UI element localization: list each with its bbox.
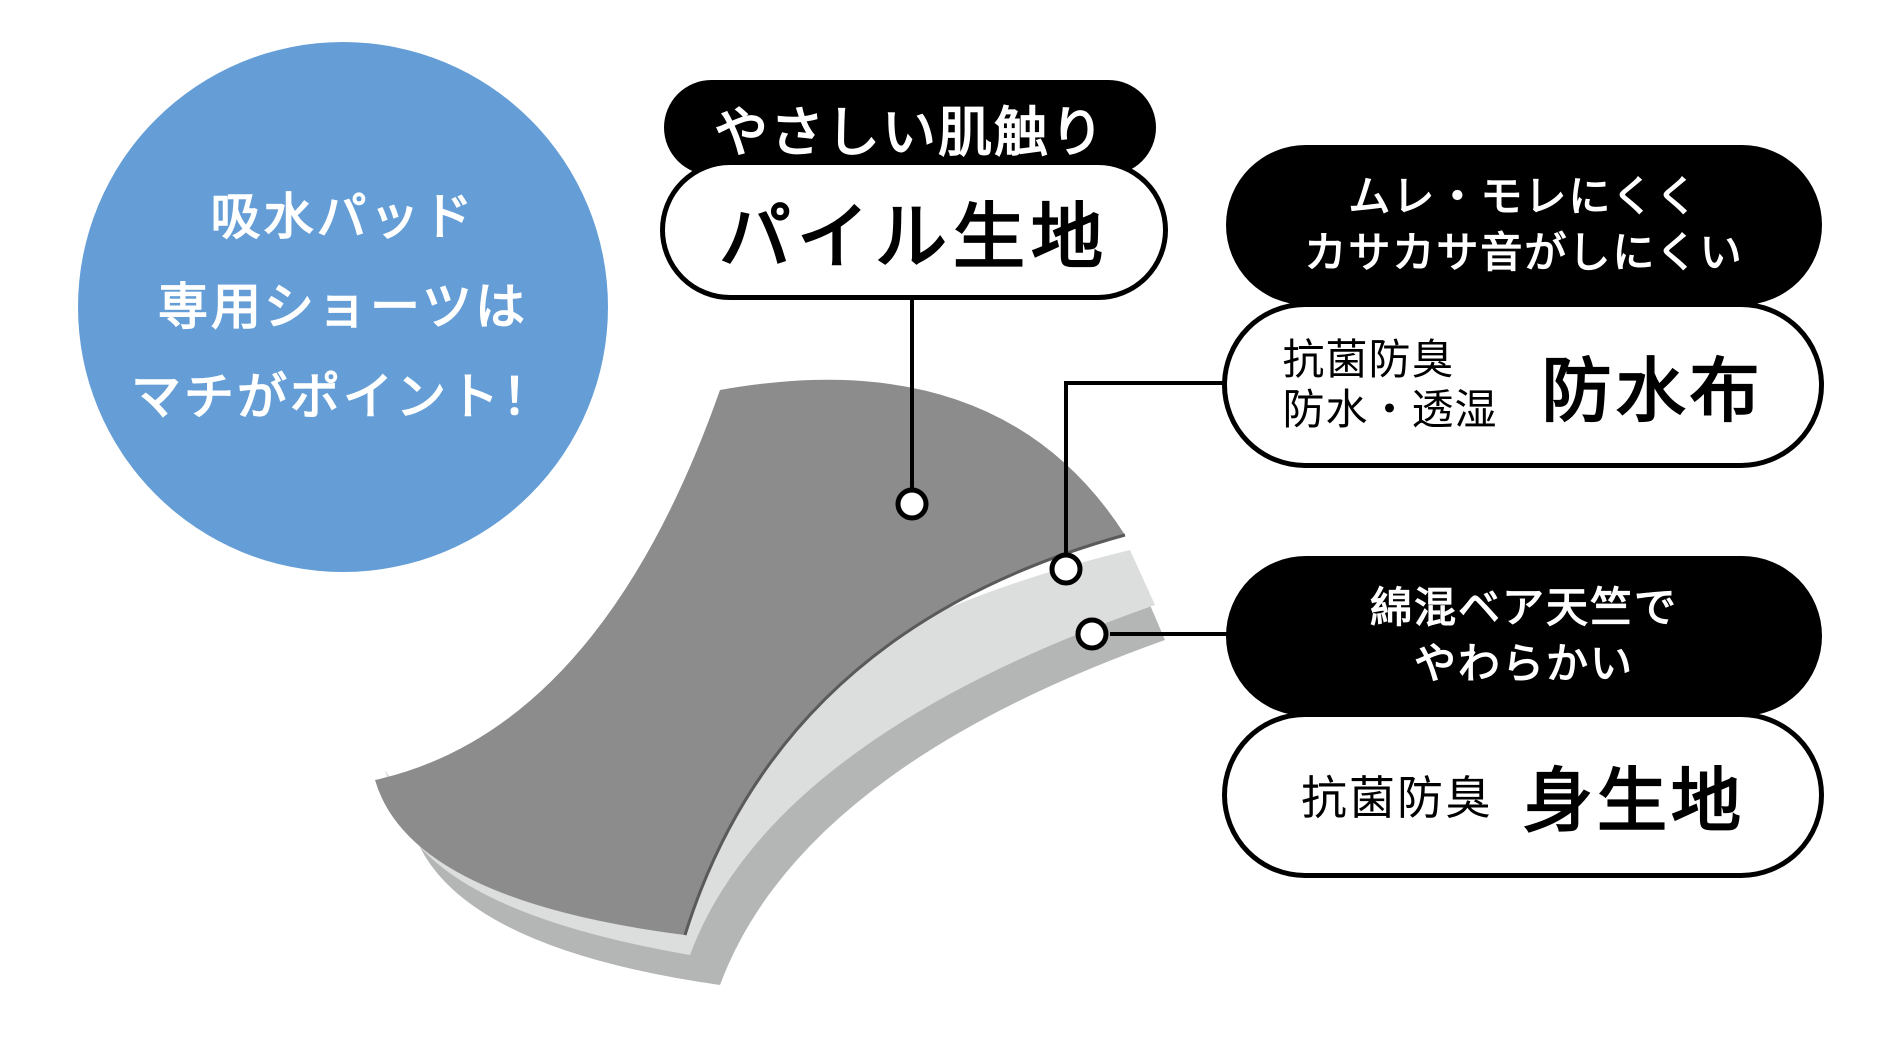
waterproof-label-pill: 抗菌防臭 防水・透湿 防水布 [1222, 302, 1824, 468]
pile-label-text: パイル生地 [718, 194, 1109, 279]
waterproof-heading-line-1: ムレ・モレにくく [1348, 172, 1700, 221]
badge-line-2: 専用ショーツは [158, 278, 528, 336]
badge-line-1: 吸水パッド [210, 188, 476, 246]
pile-heading-text: やさしい肌触り [714, 101, 1106, 164]
badge-line-3: マチがポイント！ [131, 368, 555, 426]
waterproof-heading-pill: ムレ・モレにくく カサカサ音がしにくい [1226, 145, 1822, 305]
body-fabric-heading-line-2: やわらかい [1413, 639, 1634, 688]
waterproof-label-text: 防水布 [1541, 349, 1764, 432]
body-fabric-label-pill: 抗菌防臭 身生地 [1222, 712, 1824, 878]
waterproof-sub-text: 抗菌防臭 防水・透湿 [1282, 335, 1497, 435]
body-fabric-label-text: 身生地 [1523, 759, 1745, 842]
pile-label-pill: パイル生地 [660, 160, 1168, 300]
waterproof-leader-line [1064, 381, 1228, 555]
body-fabric-heading-pill: 綿混ベア天竺で やわらかい [1226, 556, 1822, 716]
waterproof-heading-line-2: カサカサ音がしにくい [1304, 228, 1744, 277]
pile-heading-pill: やさしい肌触り [664, 80, 1156, 175]
feature-badge-circle: 吸水パッド 専用ショーツは マチがポイント！ [78, 42, 608, 572]
waterproof-sub-line-2: 防水・透湿 [1282, 385, 1498, 434]
layer-edge-line [683, 533, 1126, 936]
top-layer-shape [375, 379, 1125, 936]
body-fabric-sub-text: 抗菌防臭 [1301, 771, 1493, 825]
waterproof-sub-line-1: 抗菌防臭 [1282, 335, 1455, 384]
body-fabric-heading-line-1: 綿混ベア天竺で [1369, 583, 1678, 632]
pile-marker-dot [895, 487, 929, 521]
waterproof-marker-dot [1049, 552, 1083, 586]
body-fabric-marker-dot [1075, 617, 1109, 651]
